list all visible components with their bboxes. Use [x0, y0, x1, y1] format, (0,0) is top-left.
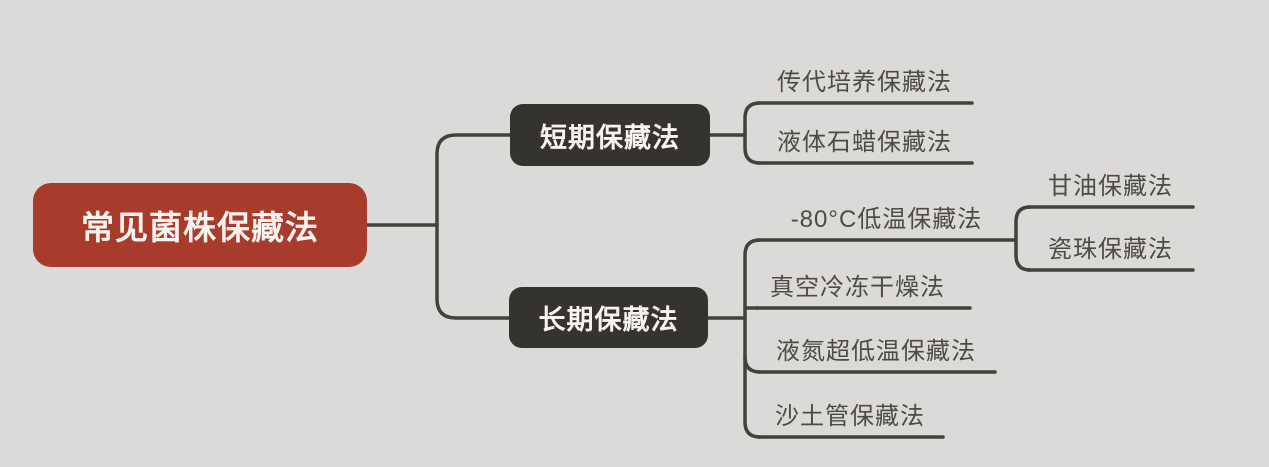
topic-ceramic-bead-preservation[interactable]: 瓷珠保藏法 — [1048, 236, 1173, 263]
topic-liquid-nitrogen-ultralow-preservation[interactable]: 液氮超低温保藏法 — [776, 338, 976, 365]
topic-liquid-paraffin-preservation[interactable]: 液体石蜡保藏法 — [777, 129, 952, 156]
topic-subculture-preservation[interactable]: 传代培养保藏法 — [777, 69, 952, 96]
topic-minus80-low-temp-preservation[interactable]: -80°C低温保藏法 — [790, 206, 983, 233]
connector-long-bracket — [743, 238, 762, 439]
connector-short-bracket — [743, 101, 762, 165]
topic-short-term[interactable]: 短期保藏法 — [510, 104, 710, 166]
topic-sand-tube-preservation[interactable]: 沙土管保藏法 — [775, 403, 925, 430]
connector-root-branches — [435, 133, 512, 320]
connector-minus80-bracket — [1014, 205, 1032, 272]
topic-glycerol-preservation[interactable]: 甘油保藏法 — [1048, 173, 1173, 200]
topic-long-term[interactable]: 长期保藏法 — [509, 287, 708, 348]
topic-root[interactable]: 常见菌株保藏法 — [33, 183, 367, 267]
topic-vacuum-freeze-drying[interactable]: 真空冷冻干燥法 — [770, 274, 945, 301]
